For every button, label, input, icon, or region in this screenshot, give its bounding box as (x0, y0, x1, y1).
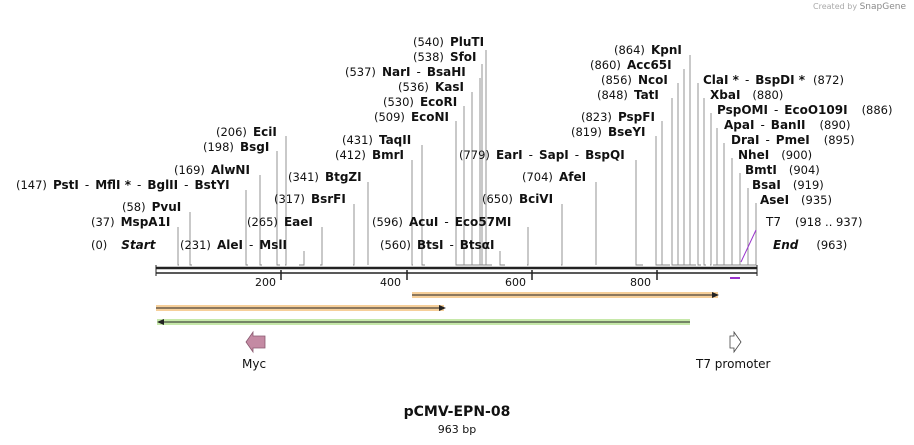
site-labels: (540)PluTI (538)SfoI (537)NarI-BsaHI (53… (16, 35, 893, 371)
features (245, 330, 742, 354)
plasmid-size: 963 bp (437, 423, 477, 436)
site-line (189, 212, 192, 266)
site-lines (177, 50, 757, 266)
site-line (499, 251, 505, 266)
site-line (276, 151, 280, 266)
site-line (661, 121, 670, 266)
site-line (411, 160, 413, 266)
site-label-bsrfi[interactable]: (317)BsrFI (274, 192, 346, 206)
site-line (703, 98, 706, 266)
site-label-bmri[interactable]: (412)BmrI (335, 148, 404, 162)
site-line (677, 83, 691, 266)
site-line (455, 121, 475, 266)
site-label-alei[interactable]: (231)AleI-MslI (180, 238, 287, 252)
tick-label-200: 200 (255, 276, 276, 289)
site-line (742, 203, 757, 266)
site-label-xbai[interactable]: XbaI(880) (710, 88, 783, 102)
site-line (671, 98, 686, 266)
site-line (320, 227, 323, 266)
site-label-pspfi[interactable]: (823)PspFI (581, 110, 655, 124)
tick-label-800: 800 (630, 276, 651, 289)
sequence-backbone (155, 265, 758, 279)
site-line (561, 204, 563, 266)
site-label-btsi[interactable]: (560)BtsI-BtsαI (380, 238, 495, 252)
site-line (719, 158, 733, 266)
site-label-acui[interactable]: (596)AcuI-Eco57MI (372, 215, 511, 229)
snapgene-credit: Created by SnapGene (813, 2, 906, 12)
site-line (713, 128, 718, 266)
site-label-kasi[interactable]: (536)KasI (398, 80, 464, 94)
site-label-bmti[interactable]: BmtI(904) (745, 163, 820, 177)
site-line (285, 136, 287, 266)
site-label-acc65i[interactable]: (860)Acc65I (590, 58, 672, 72)
t7-primer-label[interactable]: T7(918 .. 937) (765, 215, 862, 229)
site-label-sfoi[interactable]: (538)SfoI (413, 50, 477, 64)
site-label-pvui[interactable]: (58)PvuI (122, 200, 181, 214)
site-label-asei[interactable]: AseI(935) (760, 193, 832, 207)
tick-label-600: 600 (505, 276, 526, 289)
tick-label-400: 400 (380, 276, 401, 289)
site-line (655, 136, 668, 266)
site-line (421, 145, 425, 266)
snapgene-logo: SnapGene (859, 2, 906, 12)
site-line (479, 78, 489, 266)
site-label-taqii[interactable]: (431)TaqII (342, 133, 411, 147)
site-label-btgzi[interactable]: (341)BtgZI (288, 170, 362, 184)
site-line (722, 173, 741, 266)
site-label-alwni[interactable]: (169)AlwNI (174, 163, 250, 177)
site-line (710, 113, 712, 266)
site-label-econi[interactable]: (509)EcoNI (374, 110, 449, 124)
myc-label: Myc (242, 357, 266, 371)
site-label-mspa1i[interactable]: (37)MspA1I (91, 215, 170, 229)
site-label-psti[interactable]: (147)PstI-MflI *-BglII-BstYI (16, 178, 230, 192)
t7-promoter-label: T7 promoter (695, 357, 771, 371)
site-line (697, 83, 701, 266)
site-label-kpni[interactable]: (864)KpnI (614, 43, 682, 57)
site-line (527, 227, 529, 266)
site-label-eari[interactable]: (779)EarI-SapI-BspQI (459, 148, 625, 162)
site-label-ecori[interactable]: (530)EcoRI (383, 95, 457, 109)
site-line (299, 251, 305, 266)
orf-arrows (156, 292, 719, 325)
plasmid-map: 200 400 600 800 (540)PluTI (538)SfoI (53… (16, 35, 893, 371)
site-label-drai[interactable]: DraI-PmeI(895) (731, 133, 855, 147)
start-label: (0)Start (91, 238, 157, 252)
site-label-bcivi[interactable]: (650)BciVI (482, 192, 553, 206)
t7-primer-line (740, 229, 757, 263)
ruler-ticks: 200 400 600 800 (255, 270, 658, 289)
site-label-eaei[interactable]: (265)EaeI (247, 215, 313, 229)
site-line (259, 175, 262, 266)
site-line (245, 190, 248, 266)
site-label-apai[interactable]: ApaI-BanII(890) (724, 118, 850, 132)
site-label-bsai[interactable]: BsaI(919) (752, 178, 824, 192)
site-label-tati[interactable]: (848)TatI (597, 88, 659, 102)
site-label-ncoi[interactable]: (856)NcoI (601, 73, 668, 87)
site-line (683, 69, 694, 266)
t7-promoter-feature-arrow[interactable] (729, 330, 742, 354)
site-label-clai[interactable]: ClaI *-BspDI *(872) (703, 73, 844, 87)
credit-prefix: Created by (813, 2, 858, 11)
site-line (689, 55, 696, 266)
site-label-nhei[interactable]: NheI(900) (738, 148, 812, 162)
site-label-ecii[interactable]: (206)EciI (216, 125, 277, 139)
site-label-afei[interactable]: (704)AfeI (522, 170, 586, 184)
myc-feature-arrow[interactable] (245, 330, 266, 354)
site-label-nari[interactable]: (537)NarI-BsaHI (345, 65, 466, 79)
site-line (177, 227, 179, 266)
site-line (635, 160, 643, 266)
end-label: End(963) (773, 238, 847, 252)
site-label-pluti[interactable]: (540)PluTI (413, 35, 484, 49)
site-line (353, 204, 355, 266)
site-label-bsgi[interactable]: (198)BsgI (203, 140, 269, 154)
plasmid-name: pCMV-EPN-08 (403, 404, 511, 420)
site-label-bseyi[interactable]: (819)BseYI (571, 125, 646, 139)
site-label-pspomi[interactable]: PspOMI-EcoO109I(886) (717, 103, 893, 117)
